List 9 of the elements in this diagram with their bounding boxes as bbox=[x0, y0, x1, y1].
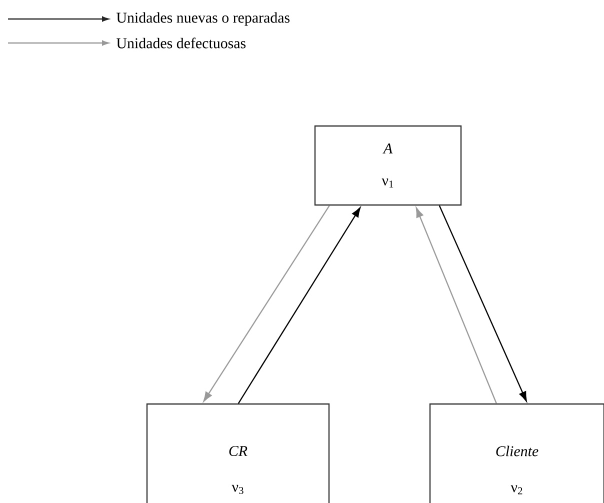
process-box: Cliente ν$_{2}$ bbox=[429, 403, 604, 503]
process-box: A ν$_{1}$ bbox=[314, 125, 462, 206]
arrow bbox=[416, 208, 497, 404]
arrow bbox=[238, 207, 361, 404]
arrow bbox=[203, 205, 330, 402]
arrow bbox=[438, 205, 527, 402]
legend-label: Unidades defectuosas bbox=[116, 38, 246, 48]
legend-label: Unidades nuevas o reparadas bbox=[116, 12, 290, 26]
process-box: CR ν$_{3}$ bbox=[146, 403, 330, 503]
